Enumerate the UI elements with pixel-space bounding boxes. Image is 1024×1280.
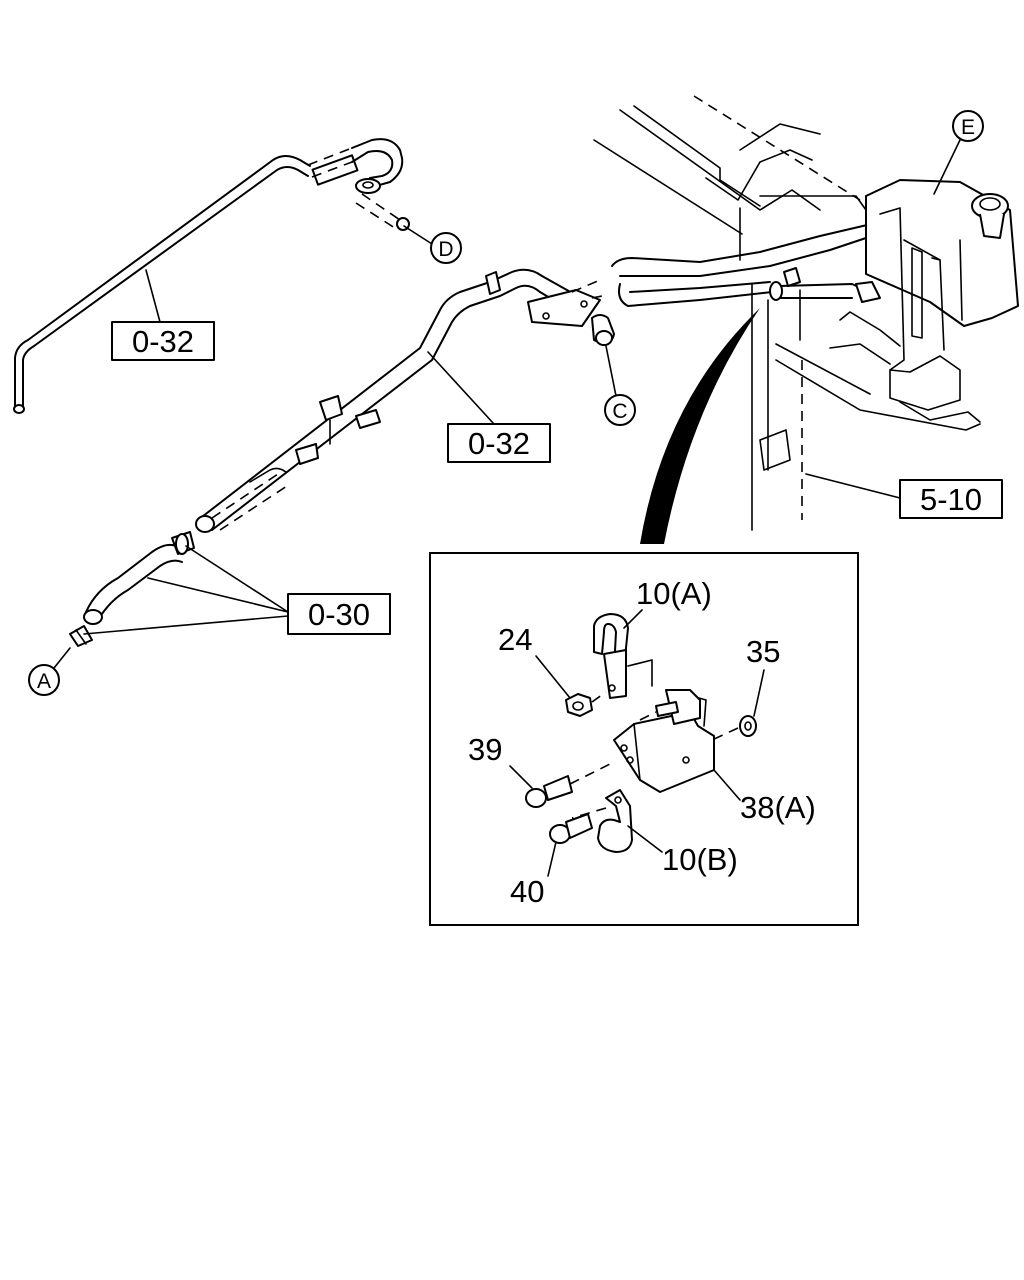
svg-text:A: A [37,670,51,693]
nut-24 [565,691,607,717]
part-label-38a: 38(A) [740,790,816,825]
ref-label-short-hoses: 0-30 [308,597,370,632]
detail-pointer [640,308,760,544]
clamp-10b [571,789,633,853]
svg-text:D: D [438,238,453,261]
nut-35 [711,715,757,741]
ref-label-engine: 5-10 [920,482,982,517]
part-label-10a: 10(A) [636,576,712,611]
part-label-40: 40 [510,874,544,909]
svg-text:C: C [612,400,627,423]
ref-box-upper-hose [111,321,215,361]
marker-d [430,232,462,264]
marker-c [604,394,636,426]
lower-hose-pipe [195,268,615,533]
part-label-10b: 10(B) [662,842,738,877]
detail-inset: 10(A) 24 35 39 38(A) 10(B) 40 [429,552,859,926]
marker-a [28,664,60,696]
part-label-24: 24 [498,622,532,657]
ref-label-upper-hose: 0-32 [132,324,194,359]
bracket-38a [613,689,715,793]
part-label-35: 35 [746,634,780,669]
clamp-10a [593,613,653,699]
svg-text:E: E [961,116,975,139]
engine-area [593,95,1019,531]
bolt-40 [549,813,593,844]
upper-hose-pipe [13,138,410,414]
short-hoses [69,531,195,647]
ref-box-engine [899,479,1003,519]
bolt-39 [525,761,615,808]
ref-box-short-hoses [287,593,391,635]
part-label-39: 39 [468,732,502,767]
ref-box-lower-hose [447,423,551,463]
marker-e [952,110,984,142]
reference-callouts: 0-32 0-32 0-30 5-10 [83,269,1003,635]
ref-label-lower-hose: 0-32 [468,426,530,461]
circle-markers: D C A E [28,110,984,696]
